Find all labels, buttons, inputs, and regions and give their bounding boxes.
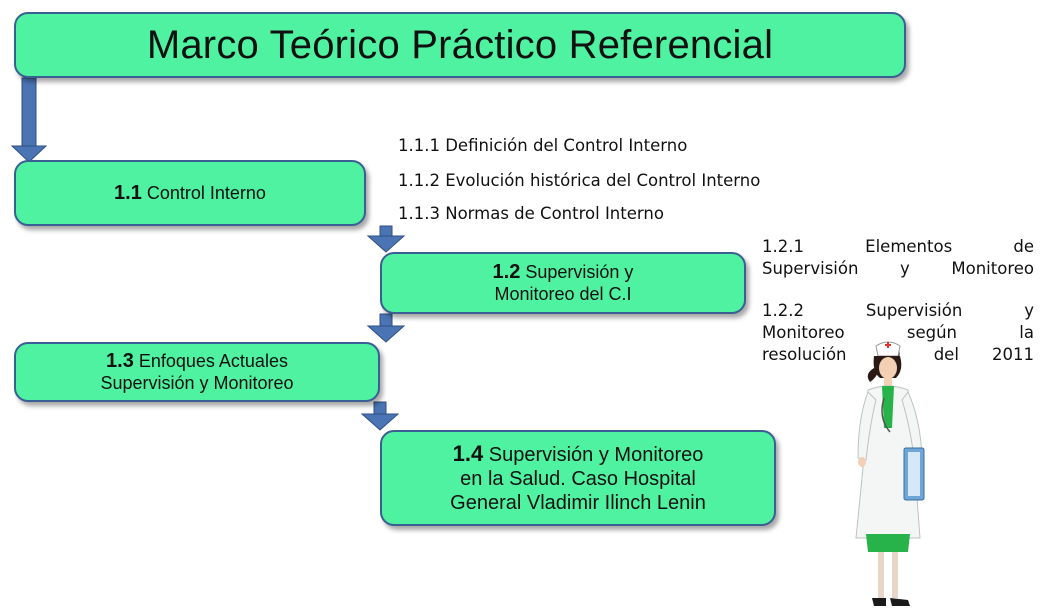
section-label-line3: General Vladimir Ilinch Lenin: [450, 491, 706, 514]
section-box-1-1: 1.1 Control Interno: [14, 160, 366, 226]
subsection-line: Monitoreo según la: [762, 323, 1034, 342]
section-label: Enfoques Actuales: [138, 351, 288, 371]
subsection-item: 1.1.1 Definición del Control Interno: [398, 136, 688, 155]
subsection-item: 1.1.2 Evolución histórica del Control In…: [398, 171, 761, 190]
subsection-line: 1.2.1 Elementos de: [762, 237, 1034, 256]
subsection-line: 1.2.2 Supervisión y: [762, 301, 1034, 320]
section-label: Control Interno: [146, 182, 266, 203]
title-box: Marco Teórico Práctico Referencial: [14, 12, 906, 78]
section-box-1-2: 1.2 Supervisión y Monitoreo del C.I: [380, 252, 746, 314]
subsection-item: 1.2.2 Supervisión y Monitoreo según la r…: [762, 300, 1034, 366]
down-arrow-icon: [366, 313, 406, 343]
subsection-item: 1.1.3 Normas de Control Interno: [398, 204, 664, 223]
section-label: Supervisión y Monitoreo: [488, 443, 704, 466]
down-arrow-icon: [366, 225, 406, 253]
nurse-illustration: [855, 341, 925, 606]
down-arrow-icon: [360, 401, 400, 431]
section-label-line2: Supervisión y Monitoreo: [100, 373, 294, 393]
diagram-title: Marco Teórico Práctico Referencial: [146, 22, 774, 67]
section-label: Supervisión y: [525, 262, 634, 282]
section-number: 1.4: [452, 440, 484, 466]
section-number: 1.2: [492, 261, 521, 283]
section-number: 1.3: [106, 350, 134, 372]
subsection-item: 1.2.1 Elementos de Supervisión y Monitor…: [762, 236, 1034, 280]
section-label-line2: en la Salud. Caso Hospital: [460, 467, 696, 490]
subsection-line: Supervisión y Monitoreo: [762, 259, 1034, 278]
section-label-line2: Monitoreo del C.I: [494, 284, 632, 304]
section-box-1-4: 1.4 Supervisión y Monitoreo en la Salud.…: [380, 430, 776, 526]
down-arrow-icon: [10, 77, 48, 163]
section-number: 1.1: [114, 181, 142, 204]
section-box-1-3: 1.3 Enfoques Actuales Supervisión y Moni…: [14, 342, 380, 402]
